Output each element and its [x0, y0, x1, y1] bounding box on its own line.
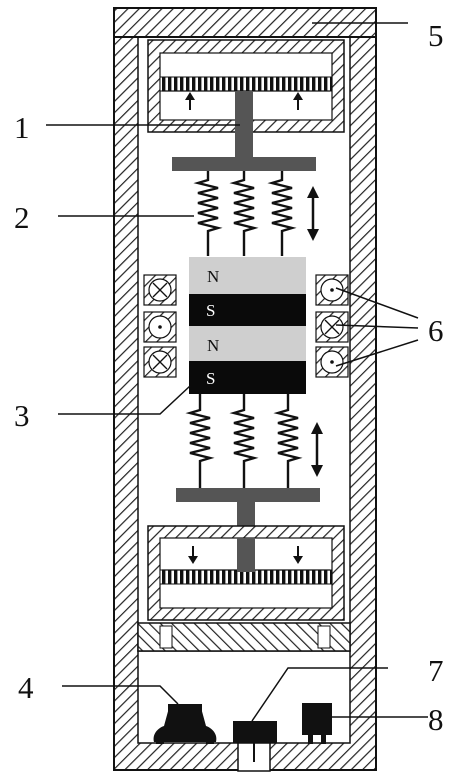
coil-right-middle	[315, 311, 349, 343]
up-arrow-icon	[185, 92, 195, 110]
down-arrow-icon	[293, 546, 303, 564]
top-springs	[193, 171, 297, 256]
magnet-pole-label: N	[207, 336, 219, 355]
callout-2: 2	[14, 200, 30, 235]
callout-8: 8	[428, 702, 444, 737]
component-8	[302, 703, 332, 744]
callout-6: 6	[428, 313, 444, 348]
magnet-pole-label: S	[206, 369, 215, 388]
coil-right-bottom	[315, 346, 349, 378]
magnet-pole-label: N	[207, 267, 219, 286]
cross-icon	[152, 282, 168, 298]
double-arrow-icon	[311, 422, 323, 477]
dot-icon	[158, 325, 162, 329]
callout-3: 3	[14, 398, 30, 433]
dot-icon	[330, 288, 334, 292]
cross-icon	[324, 319, 340, 335]
magnet-stack: N S N S	[189, 257, 306, 394]
bottom-springs	[185, 394, 303, 488]
magnet-pole-label: S	[206, 301, 215, 320]
callout-5: 5	[428, 18, 444, 53]
component-7	[233, 721, 277, 772]
dot-icon	[330, 360, 334, 364]
component-4	[153, 704, 217, 744]
double-arrow-icon	[307, 186, 319, 241]
coil-left-middle	[143, 311, 177, 343]
bottom-chamber	[147, 525, 345, 621]
callout-4: 4	[18, 670, 34, 705]
up-arrow-icon	[293, 92, 303, 110]
callout-7: 7	[428, 653, 444, 688]
top-shaft	[172, 91, 316, 171]
coil-left-top	[143, 274, 177, 306]
down-arrow-icon	[188, 546, 198, 564]
leader-lines	[46, 22, 428, 722]
cross-icon	[152, 354, 168, 370]
coil-left-bottom	[143, 346, 177, 378]
callout-1: 1	[14, 110, 30, 145]
